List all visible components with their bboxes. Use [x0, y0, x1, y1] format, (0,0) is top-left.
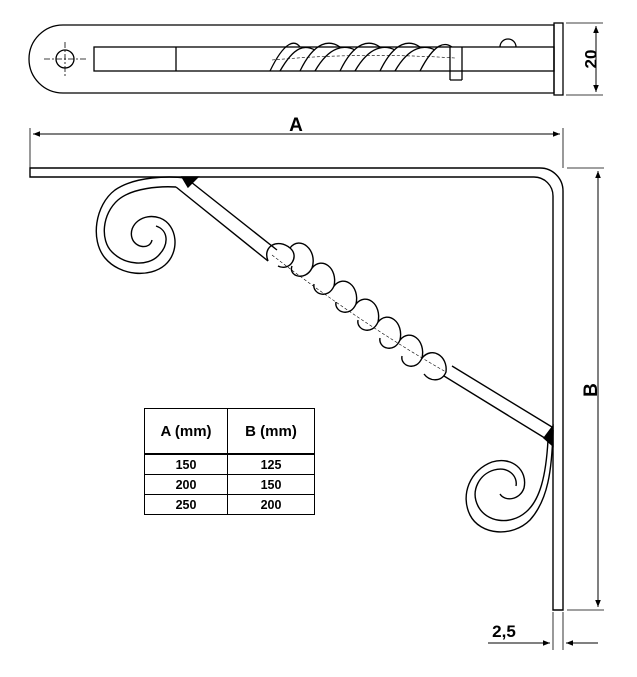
- bracket-side-view: [29, 167, 564, 611]
- mounting-hole-icon: [44, 42, 86, 76]
- diagonal-strut-lower: [443, 365, 553, 441]
- weld-top: [180, 176, 200, 189]
- header-b: B (mm): [227, 408, 315, 455]
- top-end-curl: [449, 47, 463, 81]
- diagonal-strut-upper: [175, 177, 278, 262]
- size-table-header: A (mm) B (mm): [144, 408, 315, 455]
- strut-twist: [266, 242, 447, 381]
- cell-b: 200: [227, 494, 315, 515]
- top-plate-outline: [28, 24, 555, 94]
- horizontal-arm: [29, 167, 564, 611]
- cell-a: 200: [144, 474, 228, 495]
- dim-width-label: 20: [581, 50, 600, 69]
- top-inner-strip: [93, 46, 555, 72]
- dimension-a: [29, 128, 564, 168]
- top-view: [28, 22, 603, 96]
- top-end-plate: [553, 22, 564, 96]
- dim-a-label: A: [289, 115, 303, 136]
- cell-b: 125: [227, 453, 315, 475]
- table-row: 150 125: [144, 453, 315, 475]
- dimension-thickness: [488, 612, 598, 650]
- cell-a: 150: [144, 453, 228, 475]
- table-row: 250 200: [144, 494, 315, 515]
- dimension-b: [567, 167, 604, 611]
- top-small-arc: [499, 38, 517, 48]
- top-twist: [269, 42, 456, 72]
- dim-b-label: B: [581, 383, 602, 397]
- lower-scroll: [465, 429, 554, 533]
- cell-b: 150: [227, 474, 315, 495]
- table-row: 200 150: [144, 474, 315, 495]
- upper-scroll: [95, 176, 187, 275]
- size-table: A (mm) B (mm) 150 125 200 150 250 200: [144, 408, 315, 515]
- cell-a: 250: [144, 494, 228, 515]
- dim-thickness-label: 2,5: [492, 622, 516, 641]
- header-a: A (mm): [144, 408, 228, 455]
